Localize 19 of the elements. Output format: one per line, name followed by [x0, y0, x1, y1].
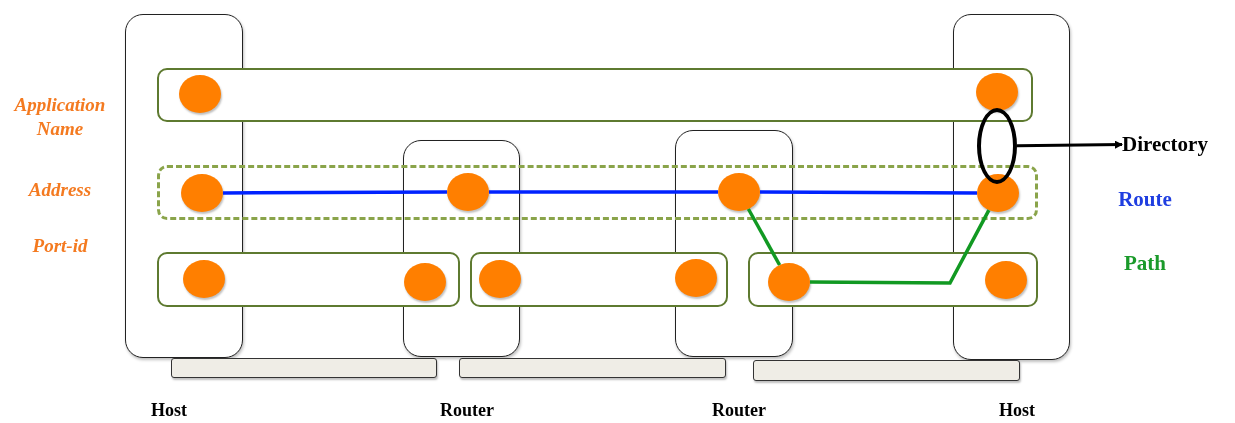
layer-label: Address: [27, 178, 93, 202]
connector-line: [489, 190, 718, 194]
path-label: Path: [1123, 250, 1167, 277]
device-label: Router: [711, 399, 767, 422]
arrow: [1017, 140, 1123, 149]
link-bar: [753, 360, 1020, 381]
directory-label: Directory: [1122, 128, 1208, 160]
route-label: Route: [1117, 186, 1173, 213]
connector-line: [760, 190, 977, 195]
device-label: Router: [439, 399, 495, 422]
device-label: Host: [150, 399, 188, 422]
connector-line: [223, 190, 447, 195]
connector-line: [746, 208, 782, 266]
link-bar: [459, 358, 726, 378]
device-label: Host: [998, 399, 1036, 422]
link-bar: [171, 358, 437, 378]
layer-label: Application Name: [12, 93, 107, 141]
layer-label: Port-id: [31, 234, 89, 258]
connector-line: [810, 209, 991, 285]
